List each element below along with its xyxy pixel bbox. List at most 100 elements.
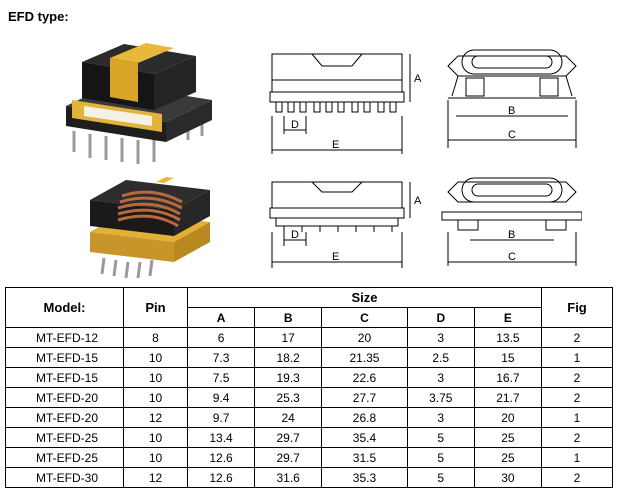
cell-d: 3 [406,367,475,388]
cell-model: MT-EFD-20 [5,387,124,408]
cell-c: 35.4 [321,427,408,448]
cell-d: 3.75 [406,387,475,408]
cell-a: 9.7 [186,407,256,428]
table-row: MT-EFD-12 8 6 17 20 3 13.5 2 [5,327,613,348]
dim-label-e-bottom: E [332,251,339,263]
cell-a: 12.6 [186,447,256,468]
cell-b: 31.6 [254,467,323,488]
cell-b: 24 [254,407,323,428]
cell-fig: 2 [541,427,613,448]
table-row: MT-EFD-25 10 12.6 29.7 31.5 5 25 1 [5,447,613,468]
cell-e: 20 [473,407,543,428]
cell-d: 3 [406,407,475,428]
cell-c: 20 [321,327,408,348]
cell-c: 21.35 [321,347,408,368]
cell-b: 25.3 [254,387,323,408]
cell-model: MT-EFD-15 [5,347,124,368]
cell-c: 22.6 [321,367,408,388]
cell-e: 21.7 [473,387,543,408]
table-row: MT-EFD-15 10 7.3 18.2 21.35 2.5 15 1 [5,347,613,368]
cell-fig: 2 [541,387,613,408]
cell-fig: 1 [541,407,613,428]
dim-label-c-top: C [508,129,516,141]
header-e: E [473,307,543,328]
cell-model: MT-EFD-25 [5,447,124,468]
cell-fig: 2 [541,367,613,388]
cell-fig: 2 [541,467,613,488]
cell-c: 26.8 [321,407,408,428]
cell-a: 12.6 [186,467,256,488]
header-a: A [186,307,256,328]
transformer-photo-tilted [90,177,210,278]
cell-e: 15 [473,347,543,368]
table-row: MT-EFD-20 12 9.7 24 26.8 3 20 1 [5,407,613,428]
transformer-photo-upright [66,43,212,164]
cell-pin: 10 [123,447,188,468]
cell-fig: 2 [541,327,613,348]
dim-label-b-bottom: B [508,229,515,241]
cell-d: 5 [406,447,475,468]
cell-c: 35.3 [321,467,408,488]
cell-pin: 10 [123,347,188,368]
cell-model: MT-EFD-30 [5,467,124,488]
cell-model: MT-EFD-20 [5,407,124,428]
cell-pin: 10 [123,367,188,388]
cell-pin: 10 [123,427,188,448]
cell-model: MT-EFD-15 [5,367,124,388]
dimension-drawings: A D E B C A D E B C [269,49,582,268]
cell-fig: 1 [541,347,613,368]
cell-d: 5 [406,427,475,448]
front-view-bottom [269,181,411,268]
front-view-top [269,53,411,154]
cell-a: 7.3 [186,347,256,368]
cell-c: 27.7 [321,387,408,408]
side-view-bottom [441,177,582,266]
dim-label-a-top: A [414,73,422,85]
cell-e: 25 [473,427,543,448]
cell-model: MT-EFD-12 [5,327,124,348]
cell-pin: 8 [123,327,188,348]
header-model: Model: [5,287,124,328]
header-d: D [406,307,475,328]
dim-label-e-top: E [332,139,339,151]
cell-e: 16.7 [473,367,543,388]
specification-table: Model: Pin Size Fig A B C D E MT-EFD-12 … [5,287,613,488]
dim-label-c-bottom: C [508,251,516,263]
header-size: Size [187,287,542,308]
cell-a: 13.4 [186,427,256,448]
cell-b: 29.7 [254,447,323,468]
header-b: B [254,307,323,328]
cell-pin: 12 [123,407,188,428]
cell-b: 17 [254,327,323,348]
dim-label-b-top: B [508,105,515,117]
cell-d: 3 [406,327,475,348]
cell-e: 25 [473,447,543,468]
cell-e: 13.5 [473,327,543,348]
header-c: C [321,307,408,328]
cell-b: 29.7 [254,427,323,448]
cell-fig: 1 [541,447,613,468]
cell-e: 30 [473,467,543,488]
cell-d: 5 [406,467,475,488]
cell-pin: 12 [123,467,188,488]
table-row: MT-EFD-30 12 12.6 31.6 35.3 5 30 2 [5,467,613,488]
cell-b: 19.3 [254,367,323,388]
cell-model: MT-EFD-25 [5,427,124,448]
header-fig: Fig [541,287,613,328]
cell-c: 31.5 [321,447,408,468]
cell-pin: 10 [123,387,188,408]
dim-label-d-bottom: D [291,229,299,241]
table-row: MT-EFD-25 10 13.4 29.7 35.4 5 25 2 [5,427,613,448]
transformer-photos [66,43,212,278]
cell-b: 18.2 [254,347,323,368]
dim-label-a-bottom: A [414,195,422,207]
cell-a: 9.4 [186,387,256,408]
cell-d: 2.5 [406,347,475,368]
cell-a: 7.5 [186,367,256,388]
table-row: MT-EFD-15 10 7.5 19.3 22.6 3 16.7 2 [5,367,613,388]
table-row: MT-EFD-20 10 9.4 25.3 27.7 3.75 21.7 2 [5,387,613,408]
dim-label-d-top: D [291,119,299,131]
cell-a: 6 [186,327,256,348]
side-view-top [447,49,577,148]
page-title: EFD type: [8,9,69,24]
